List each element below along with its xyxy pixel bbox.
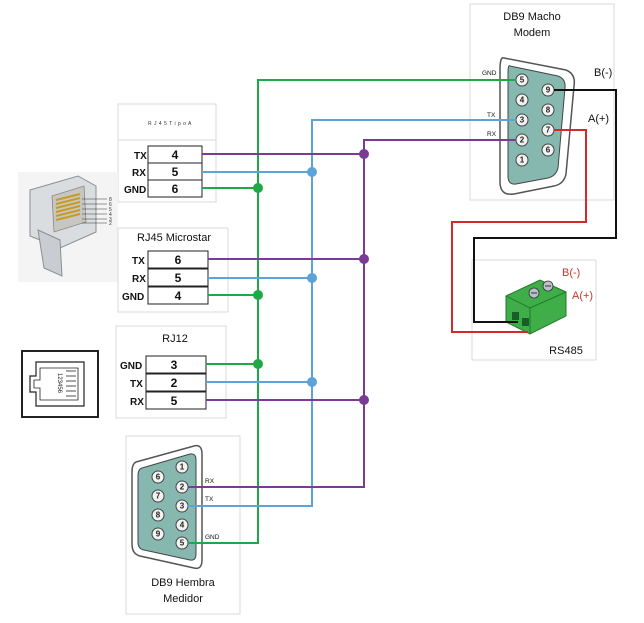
wire-rx: [188, 139, 516, 488]
db9-hembra-title-2: Medidor: [163, 593, 203, 605]
svg-text:2: 2: [520, 136, 525, 145]
svg-text:5: 5: [109, 207, 112, 213]
svg-text:2: 2: [109, 221, 112, 227]
svg-text:4: 4: [180, 521, 185, 530]
block1-value-rx: 5: [172, 165, 179, 179]
block2-value-tx: 6: [175, 253, 182, 267]
wire-gnd: [188, 79, 516, 544]
db9-macho-tx-label: TX: [487, 112, 496, 119]
block1-value-gnd: 6: [172, 182, 179, 196]
block2-label-gnd: GND: [122, 292, 144, 303]
rj45-plug-icon: 8 6 5 4 3 2: [18, 172, 118, 282]
block1-header: R J 4 5 T i p o A: [148, 121, 192, 127]
block1-label-gnd: GND: [124, 185, 146, 196]
junction-blue-2: [307, 273, 317, 283]
wire-tx: [188, 119, 516, 507]
svg-text:3: 3: [520, 116, 525, 125]
block1-label-rx: RX: [132, 168, 146, 179]
svg-text:2: 2: [180, 483, 185, 492]
db9-macho-pin-9: 9: [541, 83, 555, 97]
block2-label-tx: TX: [132, 256, 145, 267]
db9-macho-title-2: Modem: [514, 27, 551, 39]
db9-hembra-pin-4: 4: [175, 518, 189, 532]
db9-macho-pin-8: 8: [541, 103, 555, 117]
junction-purple-2: [359, 254, 369, 264]
rs485-terminal-icon: [505, 279, 567, 335]
junction-blue-3: [307, 377, 317, 387]
svg-text:3: 3: [180, 502, 185, 511]
db9-macho-rx-label: RX: [487, 131, 497, 138]
svg-text:6: 6: [156, 473, 161, 482]
block3-title: RJ12: [162, 333, 188, 345]
block3-value-gnd: 3: [171, 358, 178, 372]
db9-hembra-rx-label: RX: [205, 478, 215, 485]
block3-label-tx: TX: [130, 379, 143, 390]
svg-text:123456: 123456: [56, 373, 62, 394]
db9-hembra-pin-3: 3: [175, 499, 189, 513]
svg-text:8: 8: [109, 197, 112, 203]
block3-label-gnd: GND: [120, 361, 142, 372]
rj12-socket-icon: 123456: [21, 350, 99, 418]
block1-value-tx: 4: [172, 148, 179, 162]
rs485-title: RS485: [549, 345, 583, 357]
svg-text:8: 8: [156, 511, 161, 520]
db9-macho-pin-2: 2: [515, 133, 529, 147]
svg-text:5: 5: [520, 76, 525, 85]
block3-value-rx: 5: [171, 394, 178, 408]
svg-text:4: 4: [520, 96, 525, 105]
db9-hembra-pin-5: 5: [175, 536, 189, 550]
db9-hembra-title-1: DB9 Hembra: [151, 577, 215, 589]
junction-purple-1: [359, 149, 369, 159]
wire-a-plus: [451, 129, 587, 333]
db9-macho-b-minus: B(-): [594, 67, 612, 79]
db9-hembra-pin-1: 1: [175, 460, 189, 474]
junction-gnd-3: [253, 359, 263, 369]
svg-text:1: 1: [180, 463, 185, 472]
svg-text:9: 9: [546, 86, 551, 95]
block2-label-rx: RX: [132, 274, 146, 285]
db9-macho-title-1: DB9 Macho: [503, 11, 560, 23]
db9-hembra-pin-8: 8: [151, 508, 165, 522]
svg-text:4: 4: [109, 212, 112, 218]
junction-purple-3: [359, 395, 369, 405]
db9-hembra-gnd-label: GND: [205, 534, 220, 541]
svg-text:6: 6: [109, 202, 112, 208]
block1-label-tx: TX: [134, 151, 147, 162]
svg-text:6: 6: [546, 146, 551, 155]
db9-macho-pin-7: 7: [541, 123, 555, 137]
db9-hembra-pin-2: 2: [175, 480, 189, 494]
svg-text:1: 1: [520, 156, 525, 165]
wire-b-minus: [473, 89, 617, 323]
db9-macho-a-plus: A(+): [588, 113, 609, 125]
db9-macho-gnd-label: GND: [482, 70, 497, 77]
rs485-b-minus: B(-): [562, 267, 580, 279]
block3-value-tx: 2: [171, 376, 178, 390]
block2-title: RJ45 Microstar: [137, 232, 211, 244]
svg-text:8: 8: [546, 106, 551, 115]
block3-label-rx: RX: [130, 397, 144, 408]
db9-macho-pin-6: 6: [541, 143, 555, 157]
block2-value-rx: 5: [175, 271, 182, 285]
db9-macho-pin-3: 3: [515, 113, 529, 127]
svg-text:9: 9: [156, 530, 161, 539]
svg-text:7: 7: [156, 492, 161, 501]
db9-hembra-pin-7: 7: [151, 489, 165, 503]
junction-gnd-2: [253, 290, 263, 300]
junction-blue-1: [307, 167, 317, 177]
svg-text:3: 3: [109, 217, 112, 223]
db9-hembra-pin-9: 9: [151, 527, 165, 541]
db9-macho-pin-5: 5: [515, 73, 529, 87]
db9-macho-pin-1: 1: [515, 153, 529, 167]
rs485-a-plus: A(+): [572, 290, 593, 302]
svg-text:5: 5: [180, 539, 185, 548]
db9-hembra-pin-6: 6: [151, 470, 165, 484]
junction-gnd-1: [253, 183, 263, 193]
svg-text:7: 7: [546, 126, 551, 135]
block2-value-gnd: 4: [175, 289, 182, 303]
db9-macho-pin-4: 4: [515, 93, 529, 107]
db9-hembra-tx-label: TX: [205, 496, 214, 503]
